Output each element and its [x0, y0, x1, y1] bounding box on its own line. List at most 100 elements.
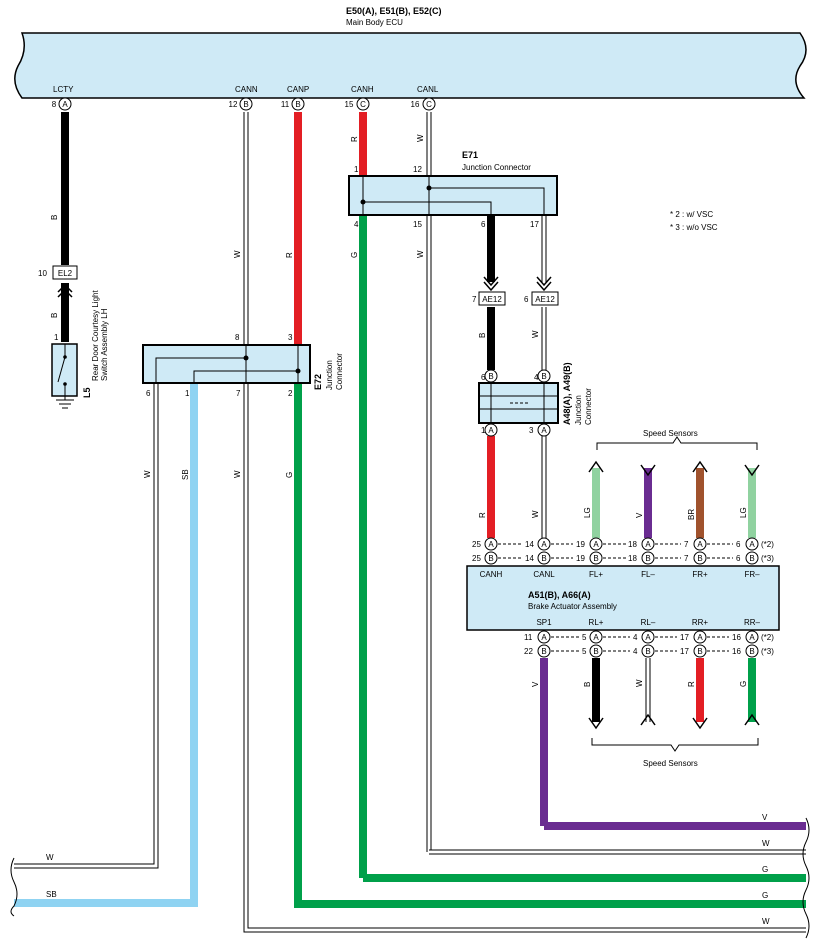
- ecu-name: Main Body ECU: [346, 18, 403, 27]
- svg-text:6: 6: [146, 389, 151, 398]
- svg-text:W: W: [762, 839, 770, 848]
- svg-text:Connector: Connector: [584, 388, 593, 425]
- ecu-pin-num-canl: 16: [411, 100, 420, 109]
- svg-text:W: W: [635, 679, 644, 687]
- svg-text:AE12: AE12: [482, 295, 502, 304]
- svg-text:B: B: [541, 372, 546, 381]
- svg-text:A: A: [593, 633, 599, 642]
- svg-text:W: W: [531, 510, 540, 518]
- svg-text:Junction: Junction: [574, 395, 583, 425]
- ecu-pin-conn-cann: B: [243, 100, 248, 109]
- wire-e72-1: [14, 383, 198, 907]
- svg-text:3: 3: [288, 333, 293, 342]
- svg-text:5: 5: [582, 647, 587, 656]
- svg-text:R: R: [285, 252, 294, 258]
- svg-text:22: 22: [524, 647, 533, 656]
- svg-text:B: B: [697, 647, 702, 656]
- svg-text:W: W: [416, 134, 425, 142]
- svg-text:B: B: [697, 554, 702, 563]
- ecu-pin-label-canp: CANP: [287, 85, 309, 94]
- svg-text:B: B: [593, 647, 598, 656]
- svg-text:W: W: [143, 470, 152, 478]
- svg-text:L5: L5: [82, 387, 92, 398]
- svg-text:G: G: [762, 891, 768, 900]
- svg-text:FR–: FR–: [744, 570, 760, 579]
- svg-text:AE12: AE12: [535, 295, 555, 304]
- svg-text:V: V: [762, 813, 768, 822]
- svg-text:7: 7: [472, 295, 477, 304]
- svg-text:W: W: [762, 917, 770, 926]
- e72-junction-connector: 8 3 6 1 7 2 E72 Junction Connector: [142, 333, 344, 398]
- svg-text:A: A: [541, 633, 547, 642]
- svg-text:A: A: [749, 633, 755, 642]
- svg-text:(*3): (*3): [761, 554, 774, 563]
- svg-text:* 3 : w/o VSC: * 3 : w/o VSC: [670, 223, 718, 232]
- svg-text:4: 4: [354, 220, 359, 229]
- svg-text:15: 15: [413, 220, 422, 229]
- a48-a49-junction-connector: 6 B 4 B 1 A 3 A A48(A), A49(B) Junction …: [478, 362, 593, 437]
- svg-text:7: 7: [236, 389, 241, 398]
- svg-text:* 2 : w/ VSC: * 2 : w/ VSC: [670, 210, 713, 219]
- svg-text:4: 4: [633, 647, 638, 656]
- svg-text:10: 10: [38, 269, 47, 278]
- svg-text:W: W: [233, 250, 242, 258]
- svg-text:25: 25: [472, 554, 481, 563]
- svg-text:B: B: [593, 554, 598, 563]
- wire-e72-6: [14, 383, 159, 869]
- svg-text:A: A: [488, 426, 494, 435]
- svg-text:G: G: [350, 252, 359, 258]
- svg-text:2: 2: [288, 389, 293, 398]
- svg-text:A: A: [541, 426, 547, 435]
- ecu-pin-num-cann: 12: [229, 100, 238, 109]
- svg-text:B: B: [583, 682, 592, 687]
- ecu-pin-num-canp: 11: [281, 100, 290, 109]
- svg-text:8: 8: [235, 333, 240, 342]
- svg-text:6: 6: [736, 540, 741, 549]
- svg-text:R: R: [687, 681, 696, 687]
- svg-text:17: 17: [680, 647, 689, 656]
- speed-sensors-top: Speed Sensors: [588, 429, 760, 477]
- svg-text:R: R: [350, 136, 359, 142]
- svg-text:A: A: [541, 540, 547, 549]
- svg-text:16: 16: [732, 647, 741, 656]
- svg-text:W: W: [233, 470, 242, 478]
- svg-text:A: A: [645, 540, 651, 549]
- svg-text:7: 7: [684, 540, 689, 549]
- svg-text:B: B: [541, 554, 546, 563]
- ae12-arrows: [483, 276, 552, 292]
- svg-text:A: A: [697, 540, 703, 549]
- svg-text:B: B: [488, 554, 493, 563]
- svg-text:E72: E72: [313, 374, 323, 390]
- svg-text:EL2: EL2: [58, 269, 73, 278]
- svg-text:Brake Actuator Assembly: Brake Actuator Assembly: [528, 602, 617, 611]
- ecu-pins: 8 A 12 B 11 B 15 C 16 C: [52, 97, 436, 111]
- svg-text:18: 18: [628, 554, 637, 563]
- svg-text:A: A: [488, 540, 494, 549]
- svg-text:19: 19: [576, 540, 585, 549]
- svg-text:W: W: [46, 853, 54, 862]
- svg-text:Switch Assembly LH: Switch Assembly LH: [100, 308, 109, 381]
- svg-text:Rear Door Courtesy Light: Rear Door Courtesy Light: [91, 290, 100, 381]
- svg-text:BR: BR: [687, 509, 696, 520]
- svg-text:B: B: [645, 554, 650, 563]
- svg-text:1: 1: [481, 426, 486, 435]
- speed-sensors-bottom: Speed Sensors: [588, 713, 760, 768]
- svg-text:R: R: [478, 512, 487, 518]
- brake-bottom-pins: 11 A 5 A 4 A 17 A 16 A (*2) 22 B 5 B 4 B…: [524, 630, 774, 658]
- svg-text:4: 4: [534, 373, 539, 382]
- svg-text:(*2): (*2): [761, 633, 774, 642]
- ecu-code: E50(A), E51(B), E52(C): [346, 6, 442, 16]
- svg-text:5: 5: [582, 633, 587, 642]
- svg-text:(*2): (*2): [761, 540, 774, 549]
- svg-text:A: A: [697, 633, 703, 642]
- svg-text:SB: SB: [46, 890, 57, 899]
- e71-name: Junction Connector: [462, 163, 531, 172]
- svg-text:B: B: [749, 647, 754, 656]
- svg-text:Connector: Connector: [335, 353, 344, 390]
- svg-text:16: 16: [732, 633, 741, 642]
- svg-text:6: 6: [481, 373, 486, 382]
- svg-text:B: B: [645, 647, 650, 656]
- svg-text:Junction: Junction: [325, 360, 334, 390]
- svg-text:11: 11: [524, 633, 533, 642]
- svg-text:25: 25: [472, 540, 481, 549]
